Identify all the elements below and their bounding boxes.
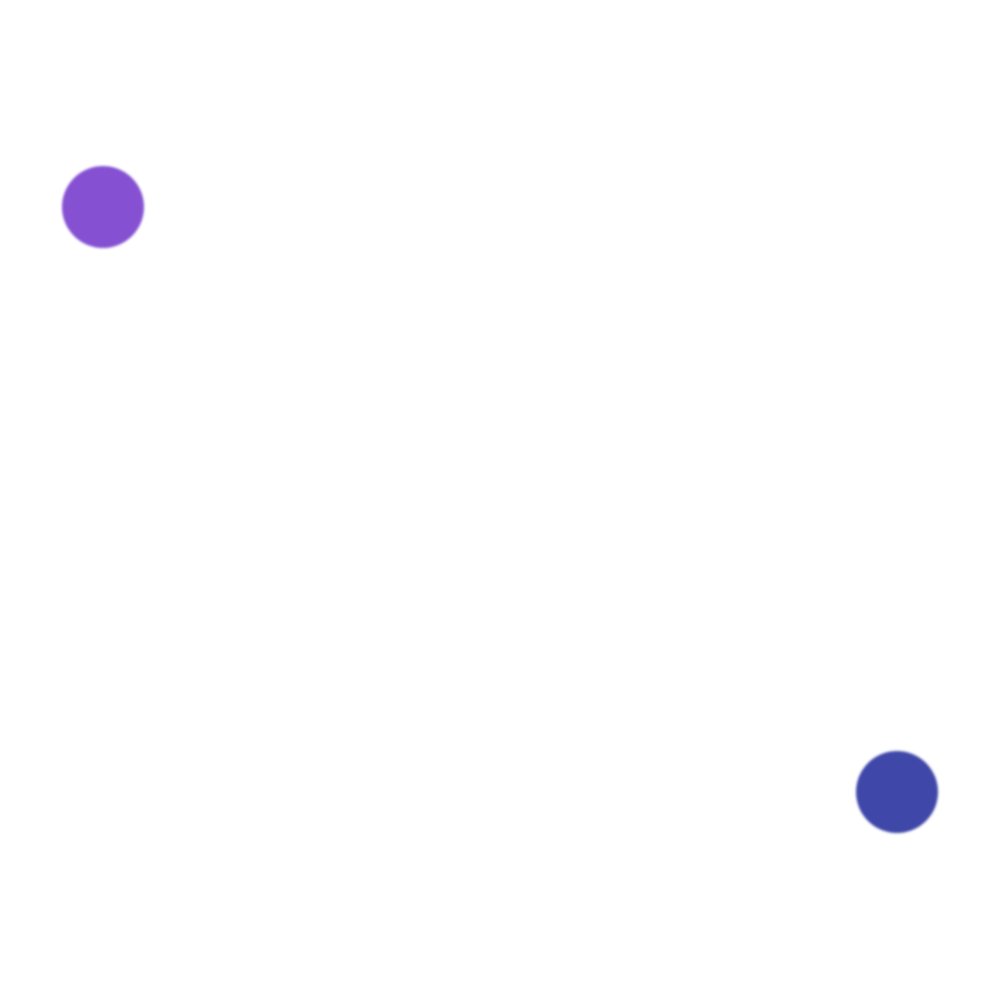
indigo-dot (856, 751, 938, 833)
purple-dot (62, 166, 144, 248)
